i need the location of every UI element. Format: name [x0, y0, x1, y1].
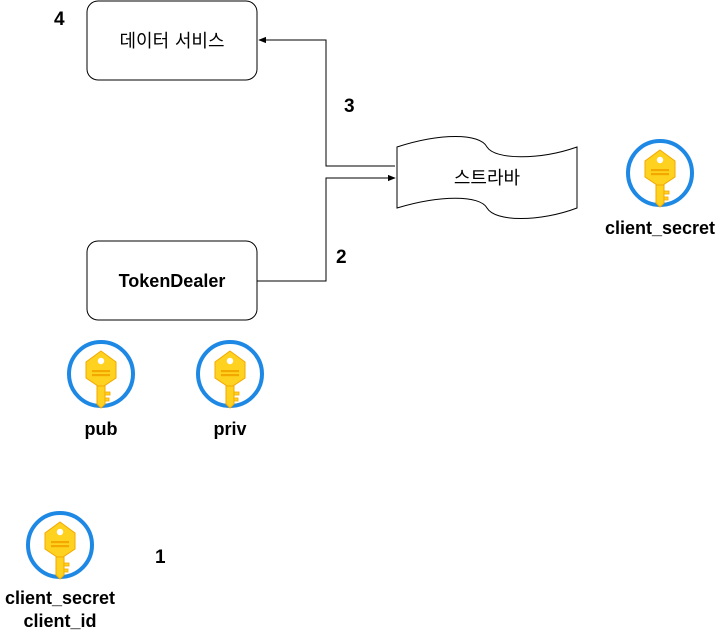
client-secret-label: client_secret [5, 588, 115, 608]
strava-label: 스트라바 [454, 168, 521, 189]
priv-key-label: priv [213, 419, 246, 439]
edge-tokendealer-to-strava [257, 174, 396, 282]
data-service-label: 데이터 서비스 [119, 31, 224, 52]
strava-secret-key-label: client_secret [605, 218, 715, 238]
step-4-label: 4 [54, 9, 65, 30]
token-dealer-label: TokenDealer [119, 271, 226, 291]
edge-strava-to-data-service [258, 36, 395, 167]
priv-key-icon [196, 340, 264, 410]
step-2-label: 2 [336, 247, 347, 268]
step-1-label: 1 [155, 547, 166, 568]
pub-key-label: pub [85, 419, 118, 439]
pub-key-icon [67, 340, 135, 410]
data-service-node[interactable]: 데이터 서비스 [86, 0, 258, 81]
token-dealer-node[interactable]: TokenDealer [86, 240, 258, 321]
step-3-label: 3 [344, 96, 355, 117]
strava-secret-key-icon [626, 139, 694, 209]
client-id-label: client_id [23, 611, 96, 631]
strava-node[interactable]: 스트라바 [396, 136, 578, 219]
client-credentials-key-icon [26, 511, 94, 581]
